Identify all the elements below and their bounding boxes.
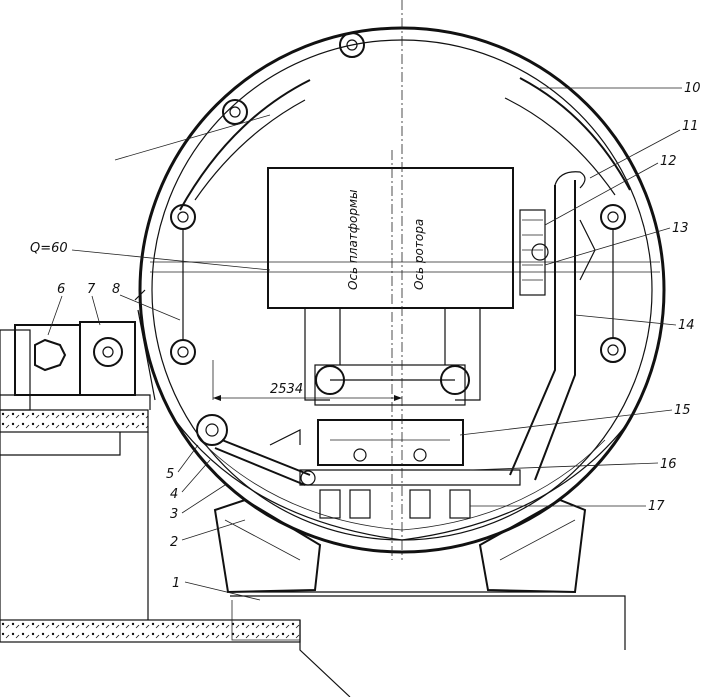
clamp-lever (214, 439, 311, 486)
left-support (213, 498, 322, 594)
base-plate (231, 600, 300, 641)
foundation (0, 409, 626, 697)
callout-12: 12 (660, 154, 677, 169)
callout-8: 8 (112, 282, 120, 297)
callout-10: 10 (684, 81, 701, 96)
callout-13: 13 (672, 221, 689, 236)
pit-edge (299, 620, 351, 697)
bottom-foundation (0, 619, 301, 643)
leader-unlabeled (114, 114, 271, 161)
upper-flange (179, 77, 631, 211)
drive-unit (0, 289, 156, 411)
wagon-body (267, 167, 514, 309)
right-support (478, 498, 587, 594)
chute-tube (509, 180, 576, 481)
support-frame (213, 498, 587, 594)
gearbox (79, 321, 136, 396)
platform-box (317, 419, 464, 466)
callout-6: 6 (57, 282, 65, 297)
chute (509, 171, 596, 481)
callout-14: 14 (678, 318, 695, 333)
callout-17: 17 (648, 499, 665, 514)
clamp-pivot (196, 414, 228, 446)
bogie (314, 364, 466, 406)
callout-15: 15 (674, 403, 691, 418)
axis-rotor-label: Ось ротора (412, 219, 426, 290)
platform (299, 419, 521, 519)
callout-16: 16 (660, 457, 677, 472)
callout-2: 2 (170, 535, 178, 550)
left-pit-wall (0, 432, 149, 620)
platform-beam (299, 469, 521, 486)
chute-clamp-block (519, 209, 546, 296)
callout-11: 11 (682, 119, 699, 134)
axes: Ось платформы Ось ротора (346, 0, 426, 560)
callout-4: 4 (170, 487, 178, 502)
floor-line (230, 595, 626, 650)
load-callout: Q=60 (30, 241, 271, 271)
lower-track (174, 419, 631, 541)
dimension-label: 2534 (270, 382, 303, 397)
wagon-truck-frame (304, 308, 481, 401)
clamp-arm (196, 414, 316, 486)
callout-1: 1 (172, 576, 180, 591)
dimension-2534: 2534 (212, 360, 402, 401)
callout-7: 7 (87, 282, 96, 297)
load-label: Q=60 (30, 241, 68, 256)
ring-bolts (170, 32, 626, 365)
drive-shaft (134, 289, 156, 401)
callout-3: 3 (170, 507, 178, 522)
callout-5: 5 (166, 467, 174, 482)
motor-flange (34, 338, 67, 372)
motor (14, 324, 81, 396)
left-step (0, 432, 121, 456)
left-foundation-top (0, 409, 149, 433)
axis-platform-label: Ось платформы (346, 189, 360, 290)
callouts: 1 2 3 4 5 6 7 8 10 11 12 13 14 15 16 17 (47, 81, 701, 601)
wagon (267, 167, 514, 406)
